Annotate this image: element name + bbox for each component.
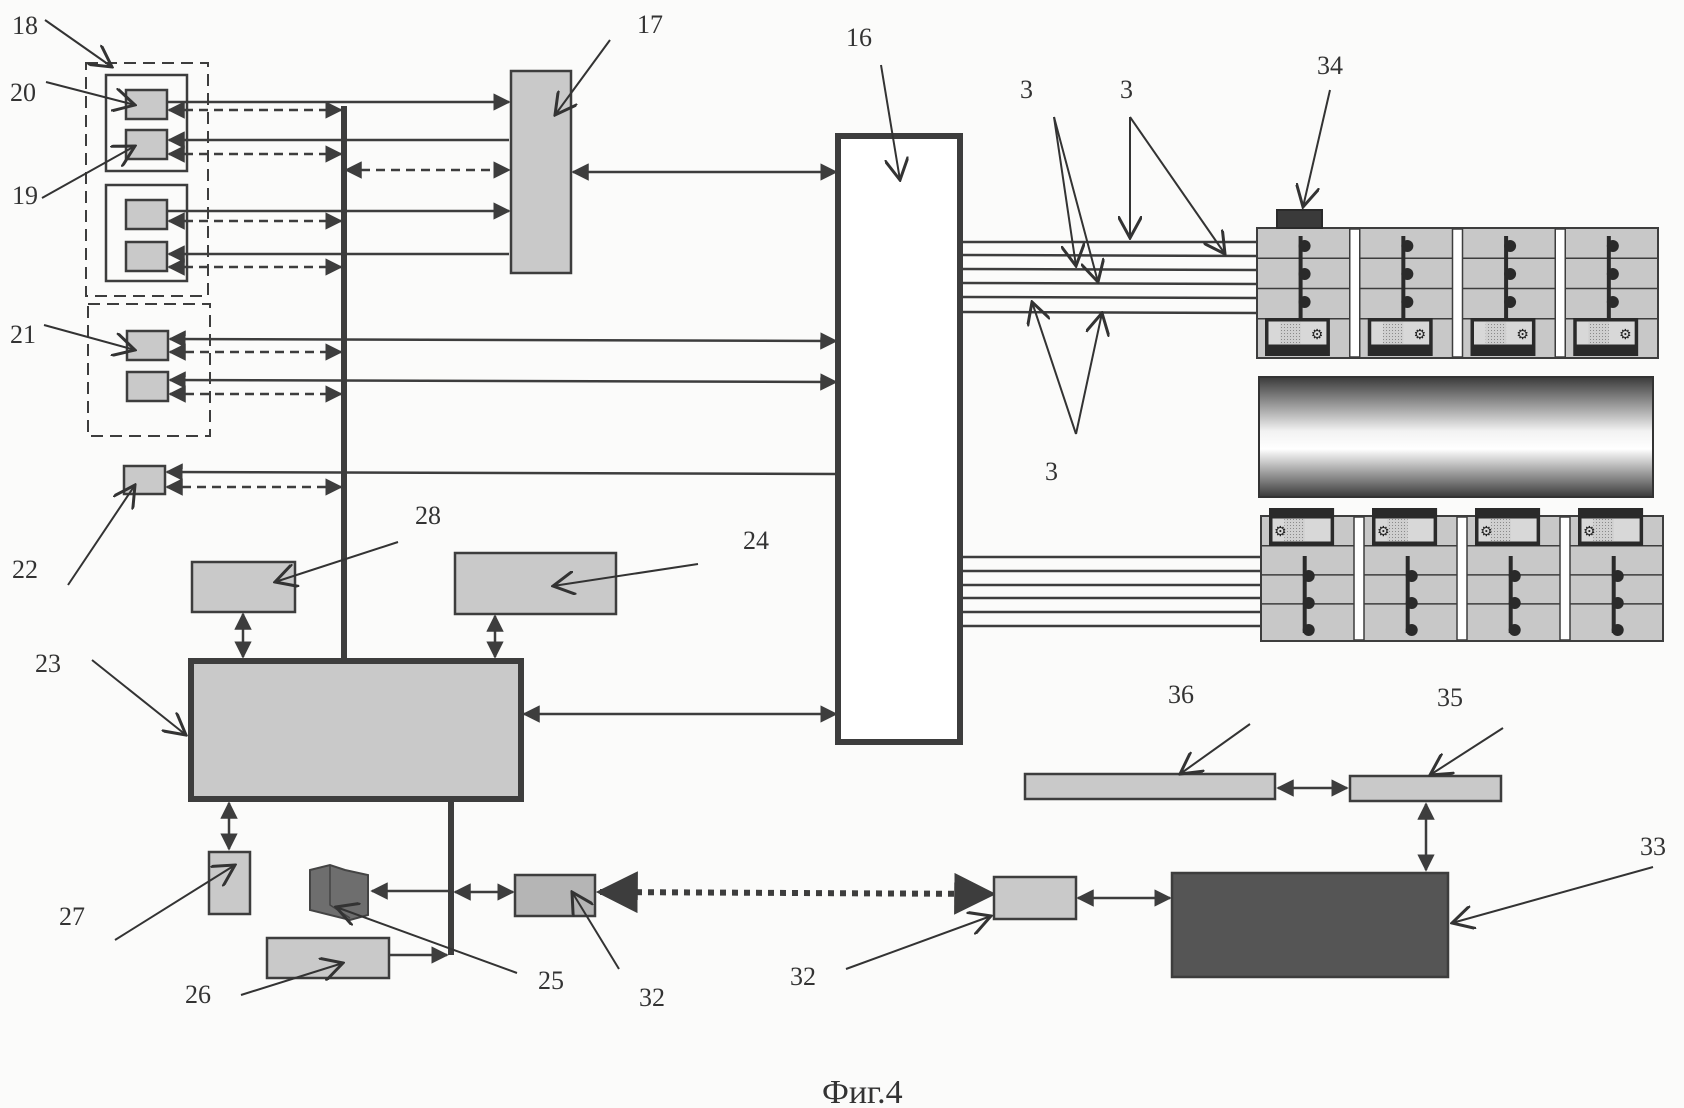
block-35 — [1350, 776, 1501, 801]
label-24: 24 — [743, 526, 769, 555]
label-34: 34 — [1317, 51, 1343, 80]
block-36 — [1025, 774, 1275, 799]
label-3b: 3 — [1120, 75, 1133, 104]
label-27: 27 — [59, 902, 85, 931]
device-25 — [310, 865, 368, 920]
label-3a: 3 — [1020, 75, 1033, 104]
label-32b: 32 — [790, 962, 816, 991]
label-19: 19 — [12, 181, 38, 210]
station-33 — [1172, 873, 1448, 977]
label-16: 16 — [846, 23, 872, 52]
connections-to-16 — [167, 339, 836, 474]
figure-caption: Фиг.4 — [822, 1074, 903, 1108]
gear-icon: ⚙ — [1516, 327, 1529, 343]
sensor-19 — [126, 130, 167, 159]
label-36: 36 — [1168, 680, 1194, 709]
label-3c: 3 — [1045, 457, 1058, 486]
sensor-22 — [124, 466, 165, 494]
block-26 — [267, 938, 389, 978]
label-22: 22 — [12, 555, 38, 584]
cables-3-bottom — [963, 557, 1262, 626]
gear-icon: ⚙ — [1619, 327, 1632, 343]
rack-top: ⚙ ⚙ ⚙ ⚙ — [1257, 228, 1658, 358]
gear-icon: ⚙ — [1480, 524, 1493, 540]
block-24 — [455, 553, 616, 614]
label-35: 35 — [1437, 683, 1463, 712]
gear-icon: ⚙ — [1583, 524, 1596, 540]
label-18: 18 — [12, 11, 38, 40]
gear-icon: ⚙ — [1414, 327, 1427, 343]
label-26: 26 — [185, 980, 211, 1009]
transceiver-32-right — [994, 877, 1076, 919]
label-32a: 32 — [639, 983, 665, 1012]
label-21: 21 — [10, 320, 36, 349]
block-23 — [191, 661, 521, 799]
gear-icon: ⚙ — [1377, 524, 1390, 540]
wireless-link — [600, 892, 992, 894]
block-28 — [192, 562, 295, 612]
cylinder — [1259, 377, 1653, 497]
gear-icon: ⚙ — [1311, 327, 1324, 343]
sensor-group-21 — [88, 304, 210, 436]
connections-to-17 — [167, 102, 836, 254]
block-27 — [209, 852, 250, 914]
label-33: 33 — [1640, 832, 1666, 861]
rack-bottom: ⚙ ⚙ ⚙ ⚙ — [1261, 508, 1663, 641]
label-17: 17 — [637, 10, 663, 39]
gear-icon: ⚙ — [1274, 524, 1287, 540]
label-28: 28 — [415, 501, 441, 530]
block-17 — [511, 71, 571, 273]
sensor-34 — [1277, 210, 1322, 228]
cables-3-top — [963, 242, 1258, 313]
block-16 — [838, 136, 960, 742]
label-25: 25 — [538, 966, 564, 995]
label-23: 23 — [35, 649, 61, 678]
dashed-bus-links — [167, 110, 341, 487]
sensor-21 — [127, 331, 168, 360]
label-20: 20 — [10, 78, 36, 107]
